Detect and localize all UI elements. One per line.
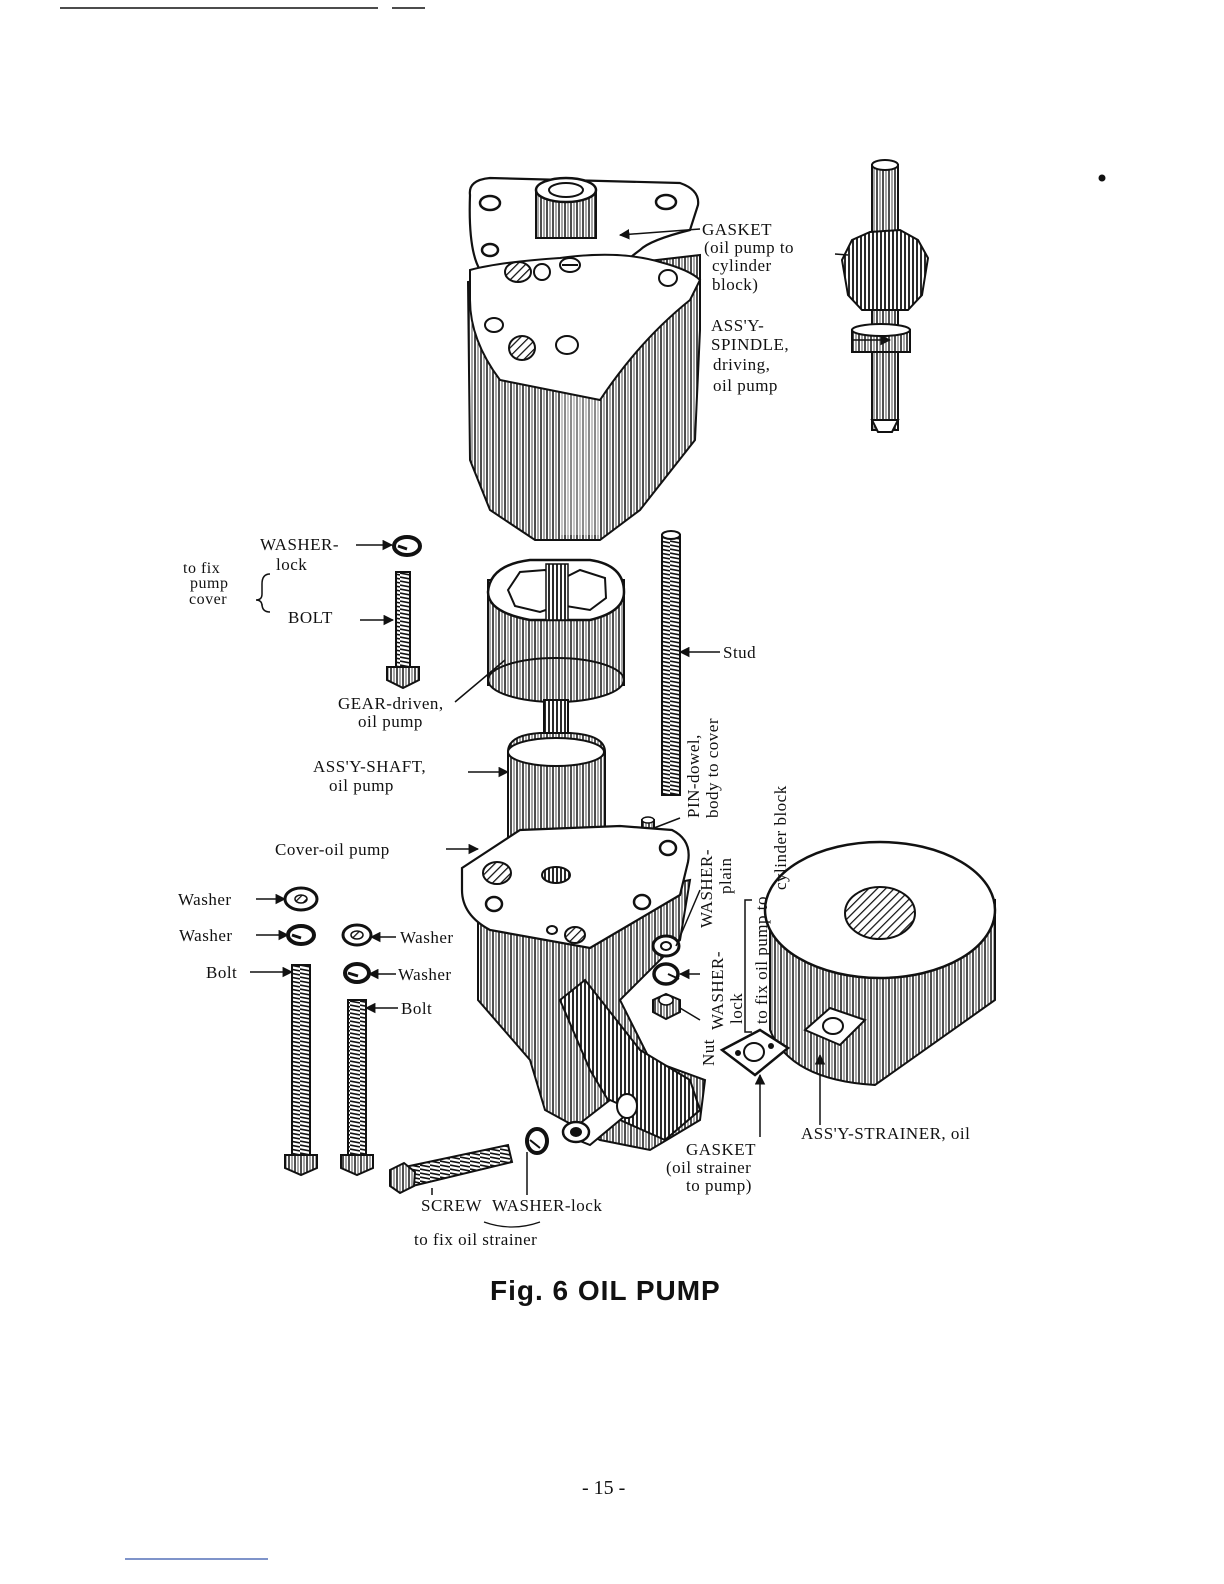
label-gear-driven-1: GEAR-driven, — [338, 694, 444, 713]
left-bolt-stack — [283, 886, 319, 1177]
stud — [661, 530, 681, 796]
label-gasket-top-4: block) — [712, 275, 759, 294]
label-stud: Stud — [723, 643, 757, 662]
label-to-fix-oil-pump-2: cylinder block — [771, 785, 790, 890]
label-to-fix-pump-cover-2: pump — [190, 575, 229, 592]
label-washer-plain-2: plain — [716, 857, 735, 895]
label-spindle-2: SPINDLE, — [711, 335, 790, 354]
leader-lines — [250, 228, 892, 1195]
label-shaft-1: ASS'Y-SHAFT, — [313, 757, 427, 776]
label-bolt-left: Bolt — [206, 963, 238, 982]
label-washer-left-2: Washer — [179, 926, 233, 945]
page-rules — [60, 7, 1106, 1560]
label-spindle-4: oil pump — [713, 376, 778, 395]
label-gasket-bottom-1: GASKET — [686, 1140, 757, 1159]
label-gasket-top-2: (oil pump to — [704, 238, 795, 257]
pump-body-top-face — [469, 253, 702, 402]
label-gasket-top-1: GASKET — [702, 220, 773, 239]
gear-driven — [486, 558, 626, 703]
gasket-strainer — [719, 1028, 791, 1077]
page-number: - 15 - — [582, 1477, 626, 1499]
label-washer-plain-1: WASHER- — [697, 848, 716, 928]
label-nut: Nut — [699, 1039, 718, 1066]
oil-strainer — [763, 840, 997, 1087]
label-washer-lock-v-1: WASHER- — [708, 950, 727, 1030]
label-pin-dowel-1: PIN-dowel, — [684, 734, 703, 818]
figure-caption: Fig. 6 OIL PUMP — [490, 1275, 721, 1306]
label-bolt-upper: BOLT — [288, 608, 333, 627]
label-strainer: ASS'Y-STRAINER, oil — [801, 1124, 971, 1143]
screw-and-washer-bottom — [389, 1127, 549, 1228]
label-washer-right-1: Washer — [400, 928, 454, 947]
label-spindle-1: ASS'Y- — [711, 316, 765, 335]
pump-cover — [460, 824, 707, 1152]
label-to-fix-oil-strainer: to fix oil strainer — [414, 1230, 538, 1249]
label-gear-driven-2: oil pump — [358, 712, 423, 731]
label-washer-left-1: Washer — [178, 890, 232, 909]
washer-lock-and-bolt-upper — [255, 535, 422, 690]
label-to-fix-pump-cover-1: to fix — [183, 560, 221, 577]
label-cover: Cover-oil pump — [275, 840, 390, 859]
spindle-assembly — [840, 159, 930, 433]
label-washer-lock-top: WASHER- — [260, 535, 340, 554]
label-screw: SCREW — [421, 1196, 483, 1215]
label-to-fix-oil-pump-1: to fix oil pump to — [752, 896, 771, 1024]
right-bolt-stack — [340, 923, 374, 1177]
label-gasket-bottom-2: (oil strainer — [666, 1158, 752, 1177]
label-to-fix-pump-cover-3: cover — [189, 591, 228, 608]
label-shaft-2: oil pump — [329, 776, 394, 795]
label-gasket-top-3: cylinder — [712, 256, 772, 275]
label-pin-dowel-2: body to cover — [703, 718, 722, 818]
label-washer-lock-top-sub: lock — [276, 555, 308, 574]
label-gasket-bottom-3: to pump) — [686, 1176, 752, 1195]
label-washer-right-2: Washer — [398, 965, 452, 984]
washers-and-nut-right — [651, 934, 681, 1021]
label-washer-lock-bottom: WASHER-lock — [492, 1196, 603, 1215]
label-washer-lock-v-2: lock — [727, 992, 746, 1024]
label-spindle-3: driving, — [713, 355, 771, 374]
label-bolt-right: Bolt — [401, 999, 433, 1018]
